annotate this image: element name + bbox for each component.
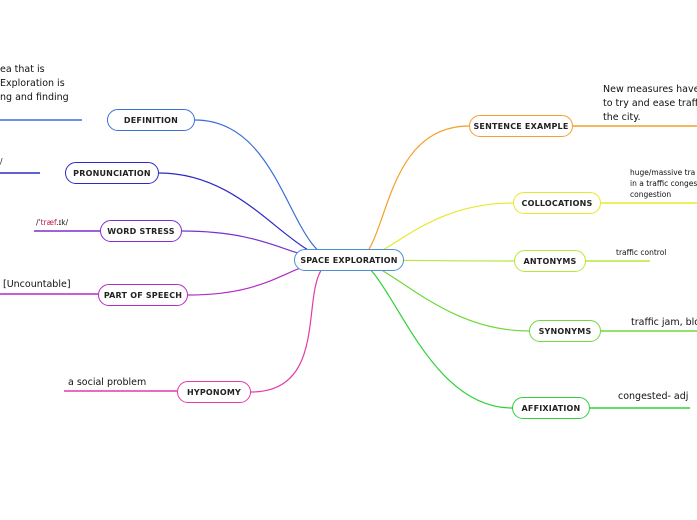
connector-definition	[194, 119, 340, 261]
node-word-stress-label: WORD STRESS	[107, 226, 175, 236]
node-antonyms-label: ANTONYMS	[523, 256, 577, 266]
connector-hyponomy	[250, 259, 340, 393]
sentence-example-line-2: to try and ease traffi	[603, 98, 697, 109]
pronunciation-text: /	[0, 156, 3, 167]
node-definition-label: DEFINITION	[123, 115, 179, 125]
collocations-text: huge/massive tra in a traffic conges con…	[630, 167, 697, 200]
antonyms-text: traffic control	[616, 247, 666, 258]
node-collocations-label: COLLOCATIONS	[521, 198, 593, 208]
node-pronunciation-label: PRONUNCIATION	[73, 168, 151, 178]
part-of-speech-text: [Uncountable]	[3, 278, 71, 292]
sentence-example-text: New measures have to try and ease traffi…	[603, 83, 697, 125]
node-sentence-example-label: SENTENCE EXAMPLE	[473, 121, 569, 131]
sentence-example-line-3: the city.	[603, 112, 641, 123]
word-stress-text: /ˈtræf.ɪk/	[36, 217, 68, 228]
collocations-line-2: in a traffic conges	[630, 179, 697, 188]
word-stress-highlight: træf	[40, 218, 57, 227]
node-collocations[interactable]: COLLOCATIONS	[513, 192, 601, 214]
hyponomy-text: a social problem	[68, 376, 146, 390]
node-part-of-speech[interactable]: PART OF SPEECH	[98, 284, 188, 306]
node-pronunciation[interactable]: PRONUNCIATION	[65, 162, 159, 184]
node-synonyms[interactable]: SYNONYMS	[529, 320, 601, 342]
node-hyponomy[interactable]: HYPONOMY	[177, 381, 251, 403]
connector-affixiation	[353, 259, 513, 409]
node-part-of-speech-label: PART OF SPEECH	[103, 290, 183, 300]
node-affixiation-label: AFFIXIATION	[521, 403, 581, 413]
center-node-label: SPACE EXPLORATION	[300, 255, 398, 265]
definition-text-line-1: ea that is	[0, 64, 45, 75]
node-definition[interactable]: DEFINITION	[107, 109, 195, 131]
definition-text-line-2: Exploration is	[0, 78, 65, 89]
connector-sentence_example	[353, 125, 470, 261]
sentence-example-line-1: New measures have	[603, 84, 697, 95]
node-hyponomy-label: HYPONOMY	[186, 387, 241, 397]
node-synonyms-label: SYNONYMS	[538, 326, 592, 336]
hyponomy-text-value: a social problem	[68, 377, 147, 388]
connector-pronunciation	[158, 172, 340, 261]
word-stress-suffix: .ɪk/	[56, 218, 69, 227]
node-antonyms[interactable]: ANTONYMS	[514, 250, 586, 272]
definition-text-line-3: ng and finding	[0, 92, 69, 103]
affixiation-text: congested- adj	[618, 390, 688, 404]
center-node-space-exploration[interactable]: SPACE EXPLORATION	[294, 249, 404, 271]
synonyms-text: traffic jam, blo	[631, 316, 697, 330]
pronunciation-text-value: /	[0, 157, 3, 166]
node-sentence-example[interactable]: SENTENCE EXAMPLE	[469, 115, 573, 137]
affixiation-text-value: congested- adj	[618, 391, 689, 402]
collocations-line-1: huge/massive tra	[630, 168, 696, 177]
word-stress-prefix: /ˈ	[36, 218, 41, 227]
definition-text: ea that is Exploration is ng and finding	[0, 63, 69, 105]
collocations-line-3: congestion	[630, 190, 672, 199]
antonyms-text-value: traffic control	[616, 248, 667, 257]
node-affixiation[interactable]: AFFIXIATION	[512, 397, 590, 419]
node-word-stress[interactable]: WORD STRESS	[100, 220, 182, 242]
synonyms-text-value: traffic jam, blo	[631, 317, 697, 328]
part-of-speech-text-value: [Uncountable]	[3, 279, 71, 290]
